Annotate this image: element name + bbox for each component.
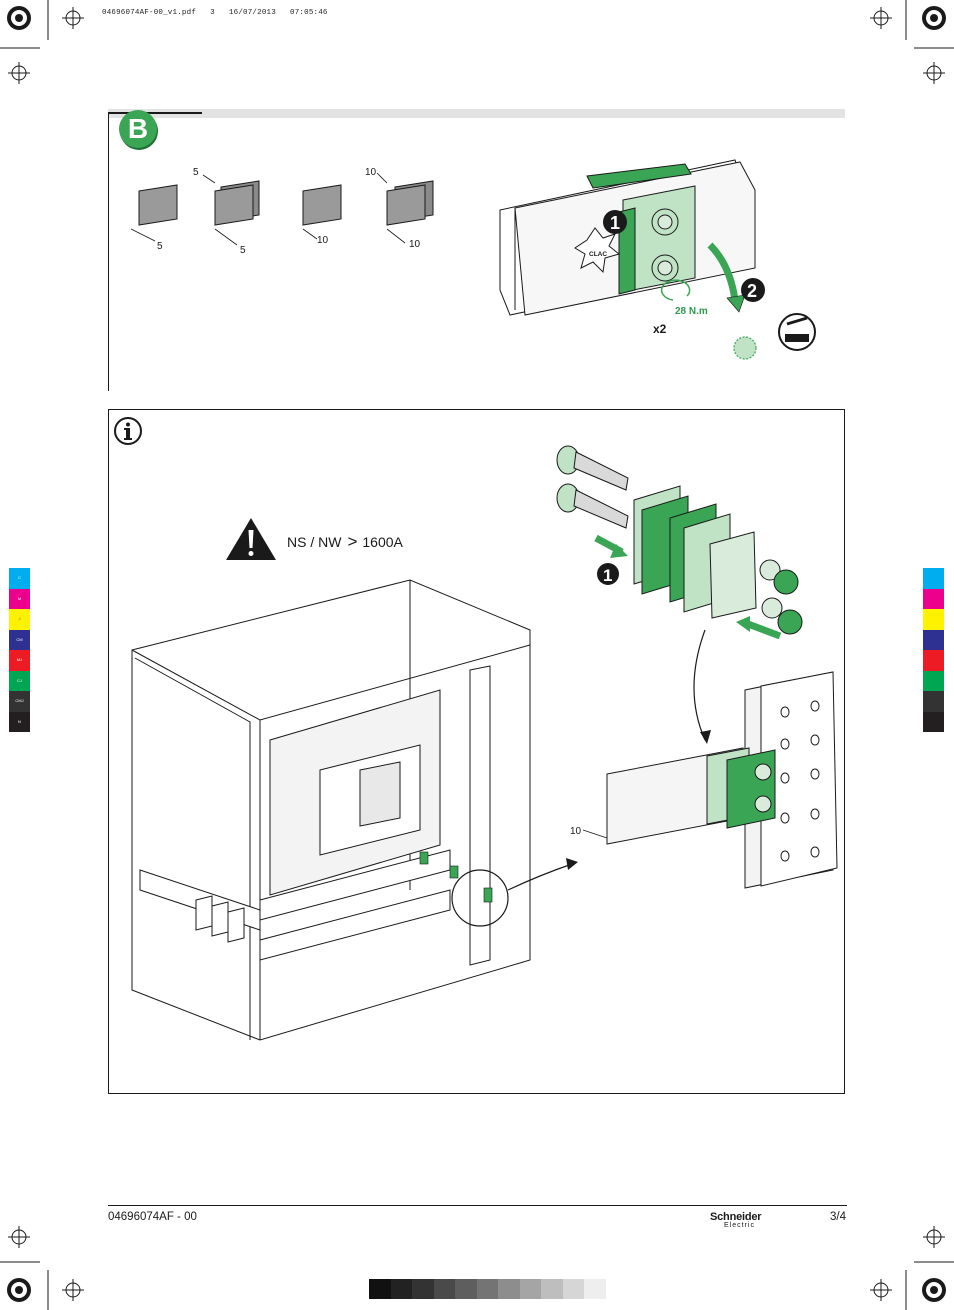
info-icon: [114, 417, 142, 445]
section-b-badge: B: [119, 110, 157, 148]
switchboard-cabinet-drawing: [131, 579, 578, 1041]
shim-10-single: [302, 184, 342, 226]
clac-label: CLAC: [589, 251, 607, 258]
detail-callout-arrow: [507, 863, 573, 891]
warning-label: NS / NW: [287, 534, 342, 550]
shim-illustrations: 5 5 5 10 10 10: [130, 167, 434, 256]
brand-sub: Electric: [724, 1222, 755, 1229]
assembled-busbar-upright: 10: [570, 629, 838, 889]
crosshair-marks: [8, 7, 945, 1301]
section-b-header-bar: [108, 109, 845, 118]
shim-dim-4: 10: [317, 235, 329, 246]
svg-text:2: 2: [747, 281, 757, 301]
torque-ring-icon: [660, 279, 691, 301]
brand-logo: Schneider Electric: [710, 1211, 780, 1229]
starburst-marks: [7, 6, 946, 1302]
shim-10-double-front: [386, 184, 426, 226]
wrench-tool-icon: [778, 313, 816, 351]
tighten-arrow: [707, 242, 739, 301]
shim-5-single: [138, 184, 178, 226]
file-slug: 04696074AF-00_v1.pdf 3 16/07/2013 07:05:…: [102, 9, 328, 17]
document-code: 04696074AF - 00: [108, 1211, 197, 1223]
bar-dimension-label: 10: [570, 826, 582, 837]
detail-highlight-circle: [451, 869, 509, 927]
shim-dim-1: 5: [157, 241, 163, 252]
warning-value: 1600A: [362, 534, 403, 550]
svg-text:1: 1: [603, 566, 612, 585]
broken-nut-icon: [733, 336, 757, 360]
svg-text:1: 1: [610, 213, 620, 233]
cmyk-strip-right: [923, 568, 944, 732]
warning-operator: >: [347, 532, 358, 551]
section-b-side-rule: [108, 112, 110, 391]
page-number: 3/4: [830, 1211, 846, 1223]
info-section-frame: [108, 409, 845, 1094]
shim-5-double-front: [214, 184, 254, 226]
step-1-badge-b: 1: [603, 210, 627, 234]
warning-rating: NS / NW >1600A: [287, 532, 403, 552]
busbar-clamp-illustration: CLAC 1 2 28 N.m x2: [499, 159, 816, 360]
cmyk-strip-left: C M J CM MJ CJ CMJ N: [9, 568, 30, 732]
warning-icon: [226, 518, 276, 560]
exploded-bolt-assembly: 1: [556, 445, 803, 640]
shim-dim-5: 10: [365, 167, 377, 178]
shim-dim-2: 5: [193, 167, 199, 178]
step-1-badge-info: 1: [597, 563, 619, 585]
quantity-label: x2: [653, 322, 667, 336]
footer-rule: [108, 1205, 847, 1206]
section-b-rule: [108, 112, 202, 114]
step-2-badge-b: 2: [741, 278, 765, 302]
grayscale-strip: [369, 1279, 606, 1299]
shim-dim-3: 5: [240, 245, 246, 256]
torque-label: 28 N.m: [675, 306, 708, 317]
shim-dim-6: 10: [409, 239, 421, 250]
brand-name: Schneider: [710, 1211, 762, 1223]
